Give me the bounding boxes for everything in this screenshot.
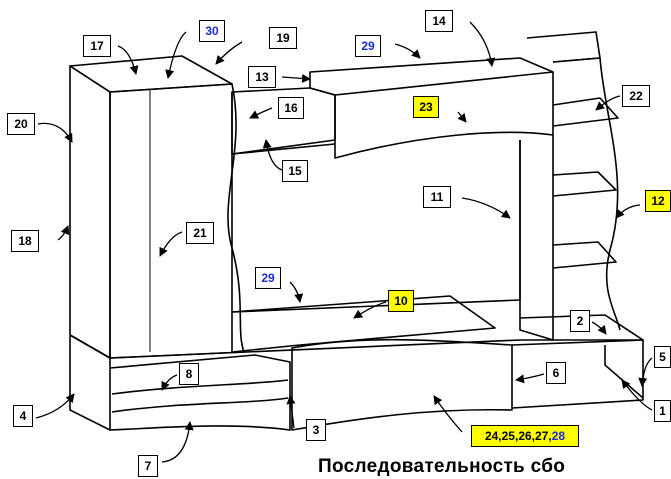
drawer-8-curve — [111, 379, 289, 395]
upper-shelf-board — [231, 143, 336, 155]
arrow-1 — [621, 379, 653, 411]
label-7: 7 — [138, 455, 158, 477]
arrow-29-top — [394, 43, 421, 59]
label-15: 14 — [425, 10, 453, 32]
arrow-6 — [515, 373, 545, 384]
label-11: 11 — [423, 186, 451, 208]
arrow-14 — [281, 73, 311, 83]
arrow-15 — [469, 21, 496, 67]
arrow-7 — [161, 421, 194, 463]
arrow-11 — [461, 197, 511, 219]
arrow-23 — [457, 111, 467, 123]
arrow-12 — [615, 204, 641, 219]
label-17: 16 — [278, 97, 304, 119]
right-drawer-inner — [604, 345, 644, 399]
left-cabinet-door — [109, 83, 245, 359]
label-5: 5 — [654, 346, 671, 368]
lower-base-top — [69, 314, 644, 359]
label-2: 2 — [570, 310, 590, 332]
label-6: 6 — [546, 362, 566, 384]
arrow-24 — [433, 395, 463, 433]
lower-left-shelves — [109, 354, 291, 431]
label-14: 13 — [248, 66, 276, 88]
label-8: 8 — [179, 363, 199, 385]
leader-arrows — [35, 21, 653, 463]
label-24-28: 24,25,26,27,28 — [471, 425, 579, 447]
arrow-21 — [37, 122, 73, 143]
assembly-sequence-caption: Последовательность сбо — [318, 456, 566, 477]
arrow-10 — [353, 301, 387, 319]
arrow-19 — [57, 225, 70, 241]
left-cabinet-side — [69, 65, 111, 359]
label-19: 18 — [11, 230, 39, 252]
label-1: 1 — [654, 400, 671, 422]
label-18: 17 — [83, 35, 111, 57]
label-20: 19 — [269, 27, 297, 49]
label-23: 23 — [413, 96, 439, 118]
label-4: 4 — [13, 405, 33, 427]
arrow-18 — [117, 45, 139, 75]
arrow-2 — [591, 321, 607, 335]
arrow-30 — [165, 31, 187, 79]
right-shelf-unit-side — [552, 57, 621, 331]
arrow-29-mid — [289, 281, 304, 303]
right-post — [519, 135, 554, 341]
label-29-top: 29 — [355, 35, 381, 57]
arrow-22 — [159, 231, 183, 257]
arrow-20 — [215, 41, 243, 65]
right-shelf-13 — [552, 97, 619, 127]
overhead-box-front-edge — [334, 71, 554, 96]
label-24-28-blue: 28 — [551, 429, 566, 443]
label-3: 3 — [306, 419, 326, 441]
lower-base-left-face — [69, 335, 111, 431]
right-drawer-box — [511, 339, 644, 409]
drawer-7-curve — [111, 397, 289, 413]
arrow-5 — [638, 357, 653, 387]
arrow-8 — [161, 374, 178, 391]
label-16: 15 — [282, 160, 308, 182]
arrow-16 — [262, 139, 283, 171]
arrow-13 — [595, 95, 621, 111]
overhead-box — [309, 57, 554, 159]
arrow-17 — [249, 107, 273, 119]
left-cabinet-top — [69, 55, 233, 93]
right-shelf-a — [552, 171, 617, 197]
right-shelf-b — [552, 241, 617, 269]
center-drawer — [291, 338, 513, 431]
arrow-4 — [35, 393, 75, 419]
label-10: 10 — [388, 290, 414, 312]
label-29-mid: 29 — [255, 267, 281, 289]
arrow-3 — [286, 395, 296, 429]
right-shelf-unit-top — [526, 31, 601, 63]
label-24-28-black: 24,25,26,27, — [484, 429, 552, 443]
label-12: 12 — [645, 190, 671, 212]
label-13: 22 — [622, 85, 650, 107]
label-21: 20 — [7, 113, 35, 135]
label-30: 30 — [199, 20, 225, 42]
label-22: 21 — [186, 222, 214, 244]
